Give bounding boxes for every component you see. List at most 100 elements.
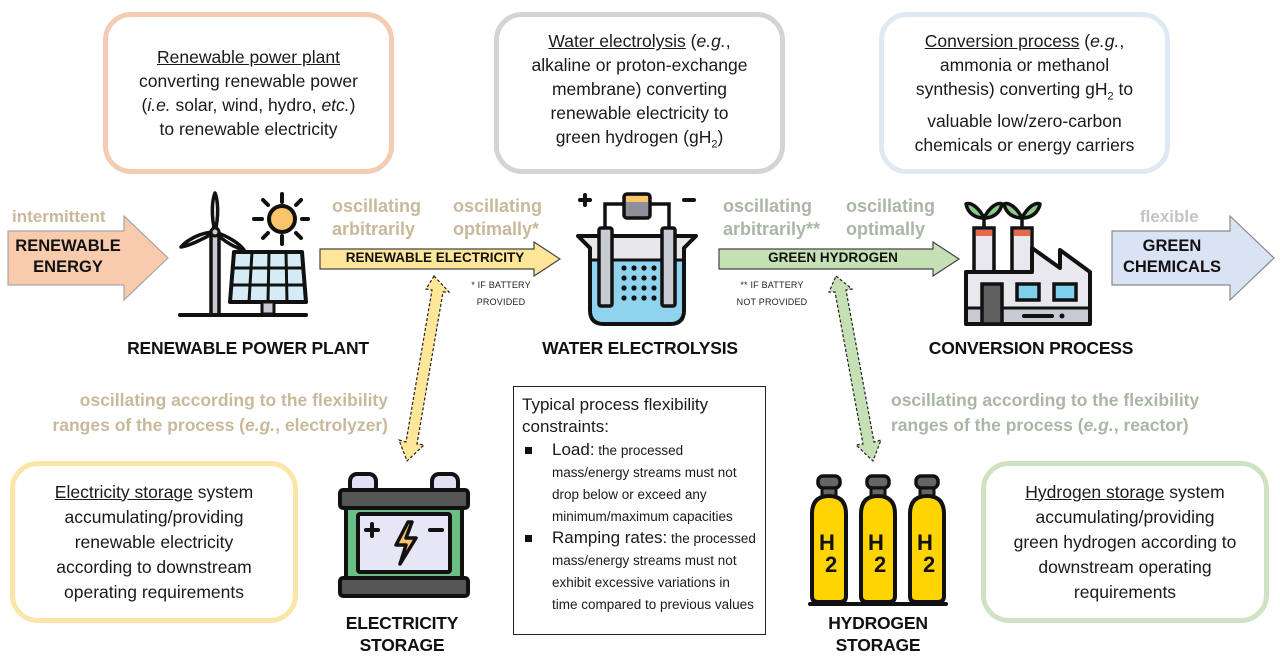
factory-icon <box>964 201 1092 326</box>
electricity-storage-description: Electricity storage system accumulating/… <box>10 461 298 623</box>
hydrogen-qualifier-right: oscillating optimally <box>846 195 935 241</box>
renewable-power-plant-title: RENEWABLE POWER PLANT <box>127 338 369 358</box>
renewable-electricity-arrow <box>319 240 562 278</box>
electrolysis-desc-text: 2 <box>711 138 718 151</box>
conversion-process-description: Conversion process (e.g., ammonia or met… <box>879 12 1170 174</box>
conversion-desc-text: ( <box>1079 31 1091 52</box>
renewable-power-plant-description: Renewable power plant converting renewab… <box>103 12 394 174</box>
conversion-desc-line: valuable low/zero-carbon <box>927 110 1122 131</box>
hydrogen-qualifier-left-line: arbitrarily** <box>723 219 821 239</box>
constraints-heading-line: Typical process flexibility <box>522 395 709 414</box>
constraints-list: Load: the processed mass/energy streams … <box>522 439 757 615</box>
hydrogen-storage-exchange-arrow[interactable] <box>810 274 890 464</box>
renewable-energy-arrow <box>7 214 169 302</box>
conversion-desc-text: , <box>1119 31 1125 52</box>
plant-desc-line: converting renewable power <box>139 71 358 91</box>
green-hydrogen-arrow <box>718 240 961 278</box>
electricity-qualifier-right: oscillating optimally* <box>453 195 542 241</box>
hydrogen-storage-desc-line: green hydrogen according to <box>1013 531 1237 552</box>
renewable-energy-label-line: ENERGY <box>33 258 103 276</box>
battery-provided-footnote: * IF BATTERY PROVIDED <box>466 277 536 311</box>
electricity-qualifier-right-line: optimally* <box>453 219 540 239</box>
footnote-line: * IF BATTERY <box>471 280 531 290</box>
electricity-storage-desc-text: system <box>192 481 254 502</box>
hydrogen-storage-desc-title: Hydrogen storage <box>1025 481 1165 502</box>
cylinder-2-label: 2 <box>874 552 886 577</box>
electricity-storage-note-text: e.g. <box>245 415 276 435</box>
electrolysis-desc-text: e.g. <box>696 31 726 52</box>
constraint-item-ramping: Ramping rates: the processed mass/energy… <box>522 527 757 615</box>
conversion-desc-text: e.g. <box>1090 31 1120 52</box>
hydrogen-qualifier-left: oscillating arbitrarily** <box>723 195 820 241</box>
hydrogen-storage-desc-text: system <box>1164 481 1225 502</box>
hydrogen-storage-note-text: ranges of the process ( <box>891 415 1084 435</box>
plant-desc-text: ) <box>349 95 356 115</box>
hydrogen-storage-desc-line: accumulating/providing <box>1035 506 1215 527</box>
cylinder-h-label: H <box>868 530 884 555</box>
electrolysis-desc-text: , <box>725 31 731 52</box>
electricity-storage-desc-line: accumulating/providing <box>64 506 244 527</box>
electrolysis-desc-text: green hydrogen (gH <box>555 127 712 148</box>
hydrogen-storage-note-text: , reactor) <box>1113 415 1189 435</box>
electricity-storage-title-line: ELECTRICITY <box>345 613 459 633</box>
green-chemicals-label-line: GREEN <box>1142 237 1202 255</box>
plant-desc-text: i.e. <box>147 95 171 115</box>
hydrogen-cylinder <box>908 474 946 604</box>
hydrogen-qualifier-left-line: oscillating <box>723 196 813 216</box>
cylinder-2-label: 2 <box>923 552 935 577</box>
electrolysis-desc-line: membrane) converting <box>551 79 728 100</box>
electricity-storage-exchange-arrow[interactable] <box>380 274 460 464</box>
hydrogen-storage-description: Hydrogen storage system accumulating/pro… <box>981 461 1269 623</box>
conversion-desc-line: chemicals or energy carriers <box>914 134 1135 155</box>
plant-desc-title: Renewable power plant <box>157 47 340 67</box>
electricity-qualifier-right-line: oscillating <box>453 196 543 216</box>
constraint-text: the processed mass/energy streams must n… <box>552 531 756 612</box>
electricity-storage-note: oscillating according to the flexibility… <box>30 388 388 438</box>
hydrogen-storage-note: oscillating according to the flexibility… <box>891 388 1231 438</box>
constraint-term: Ramping rates: <box>552 528 668 547</box>
green-chemicals-label-line: CHEMICALS <box>1122 258 1222 276</box>
hydrogen-storage-note-text: e.g. <box>1083 415 1114 435</box>
electrolysis-desc-text: ) <box>717 127 724 148</box>
hydrogen-cylinder <box>859 474 897 604</box>
electrolysis-desc-line: alkaline or proton-exchange <box>531 55 748 76</box>
cylinder-h-label: H <box>819 530 835 555</box>
battery-not-provided-footnote: ** IF BATTERY NOT PROVIDED <box>734 277 810 311</box>
constraints-heading-line: constraints: <box>522 417 609 436</box>
footnote-line: NOT PROVIDED <box>736 297 808 307</box>
hydrogen-storage-desc-line: downstream operating <box>1038 556 1212 577</box>
plant-desc-text: ( <box>141 95 148 115</box>
green-hydrogen-label: GREEN HYDROGEN <box>768 250 898 265</box>
conversion-process-title: CONVERSION PROCESS <box>928 338 1134 358</box>
electricity-qualifier-left-line: oscillating <box>332 196 422 216</box>
plant-desc-text: solar, wind, hydro, <box>170 95 322 115</box>
hydrogen-storage-note-line: oscillating according to the flexibility <box>891 390 1200 410</box>
water-electrolysis-title: WATER ELECTROLYSIS <box>542 338 738 358</box>
plant-desc-text: etc. <box>321 95 350 115</box>
hydrogen-storage-title: HYDROGEN STORAGE <box>788 612 968 656</box>
constraint-item-load: Load: the processed mass/energy streams … <box>522 439 757 527</box>
renewable-energy-label: RENEWABLE ENERGY <box>12 236 124 278</box>
hydrogen-qualifier-right-line: optimally <box>846 219 926 239</box>
electricity-qualifier-left-line: arbitrarily <box>332 219 416 239</box>
conversion-desc-line: ammonia or methanol <box>939 55 1110 76</box>
electricity-storage-title-line: STORAGE <box>359 635 445 655</box>
electricity-storage-note-text: ranges of the process ( <box>52 415 246 435</box>
water-electrolysis-description: Water electrolysis (e.g., alkaline or pr… <box>494 12 785 174</box>
conversion-desc-text: synthesis) converting gH <box>915 79 1108 100</box>
electricity-storage-desc-line: according to downstream <box>56 556 252 577</box>
flexibility-constraints-box: Typical process flexibility constraints:… <box>513 386 766 635</box>
electricity-storage-title: ELECTRICITY STORAGE <box>312 612 492 656</box>
electrolysis-desc-title: Water electrolysis <box>548 31 686 52</box>
hydrogen-qualifier-right-line: oscillating <box>846 196 936 216</box>
plant-desc-line: to renewable electricity <box>159 119 338 139</box>
green-chemicals-label: GREEN CHEMICALS <box>1114 236 1230 278</box>
renewable-electricity-label: RENEWABLE ELECTRICITY <box>345 250 525 265</box>
electricity-storage-desc-line: renewable electricity <box>74 531 234 552</box>
cylinder-h-label: H <box>917 530 933 555</box>
footnote-line: PROVIDED <box>476 297 526 307</box>
electrolysis-desc-line: renewable electricity to <box>550 103 729 124</box>
electricity-storage-note-line: oscillating according to the flexibility <box>79 390 388 410</box>
green-chemicals-qualifier: flexible <box>1140 207 1199 226</box>
green-chemicals-arrow <box>1111 214 1275 302</box>
